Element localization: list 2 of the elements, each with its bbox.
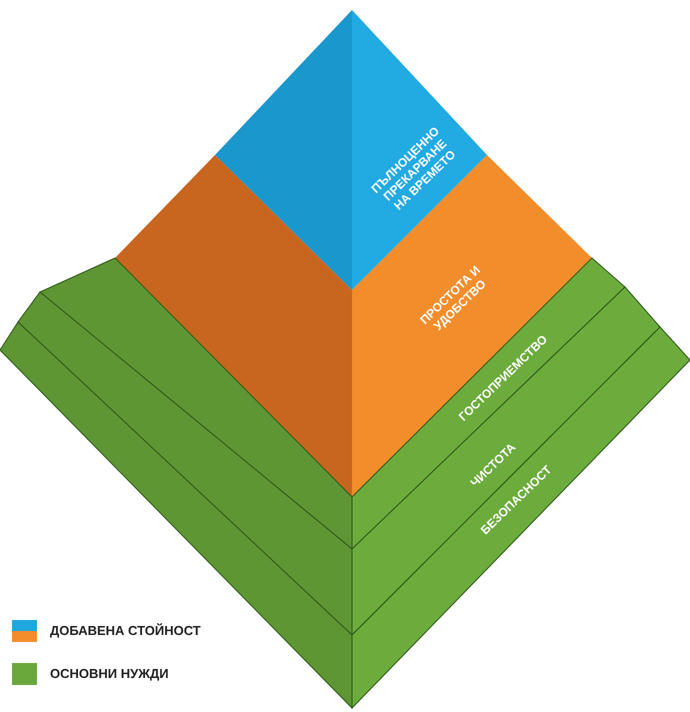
legend-label: ДОБАВЕНА СТОЙНОСТ [50, 623, 201, 638]
legend-label: ОСНОВНИ НУЖДИ [50, 666, 169, 681]
